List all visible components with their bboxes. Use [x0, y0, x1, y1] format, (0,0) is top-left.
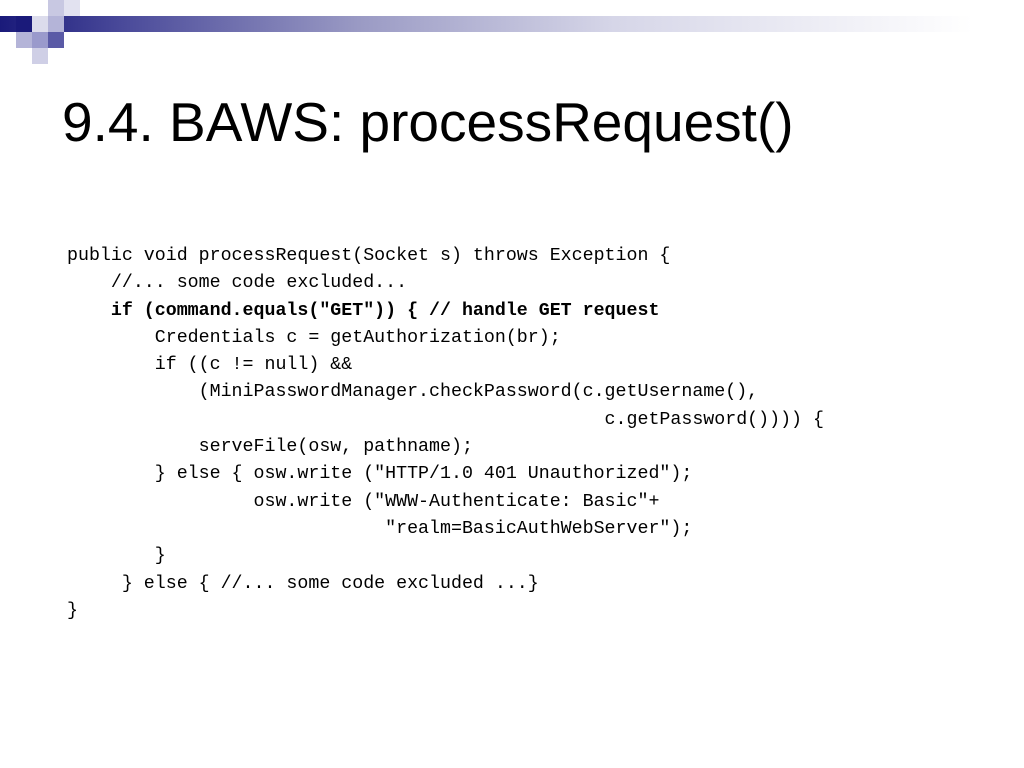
slide-title: 9.4. BAWS: processRequest() — [62, 91, 794, 153]
corner-block-navy — [16, 16, 32, 32]
code-line: osw.write ("WWW-Authenticate: Basic"+ — [67, 491, 660, 512]
code-line: //... some code excluded... — [67, 273, 408, 294]
code-line: if (command.equals("GET")) { // handle G… — [67, 300, 660, 321]
code-line: } else { osw.write ("HTTP/1.0 401 Unauth… — [67, 464, 693, 485]
code-line: serveFile(osw, pathname); — [67, 437, 473, 458]
corner-block-lavender — [48, 16, 64, 32]
code-line: c.getPassword()))) { — [67, 409, 824, 430]
code-line: (MiniPasswordManager.checkPassword(c.get… — [67, 382, 759, 403]
code-line: } — [67, 600, 78, 621]
code-line: "realm=BasicAuthWebServer"); — [67, 518, 693, 539]
corner-block-pale — [32, 16, 48, 32]
code-line: Credentials c = getAuthorization(br); — [67, 327, 561, 348]
code-line: } — [67, 546, 166, 567]
code-line: } else { //... some code excluded ...} — [67, 573, 539, 594]
code-line: if ((c != null) && — [67, 355, 353, 376]
corner-block-light — [48, 0, 64, 16]
corner-block-mid — [64, 0, 80, 16]
corner-block-blue-low — [32, 32, 48, 48]
code-listing: public void processRequest(Socket s) thr… — [67, 243, 824, 625]
header-gradient-bar — [0, 16, 1024, 32]
corner-block-lavender-low — [16, 32, 32, 48]
corner-block-pale-low — [32, 48, 48, 64]
corner-block-mid-blue — [48, 32, 64, 48]
code-line: public void processRequest(Socket s) thr… — [67, 246, 671, 266]
